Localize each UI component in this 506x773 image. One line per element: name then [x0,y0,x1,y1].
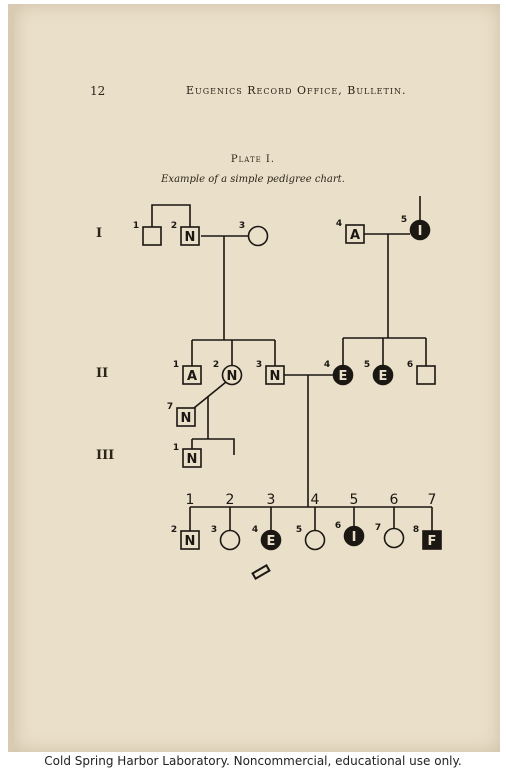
sibship-number-5: 5 [350,492,359,508]
plate-title: Plate I. [230,154,276,165]
trait-letter: A [187,369,197,384]
person-g2-3: N3 [256,360,285,385]
female-circle-symbol [221,364,243,386]
person-g1-5: I5 [401,215,431,241]
trait-letter: I [352,530,357,545]
child-lines-g2-1-3 [191,340,276,366]
individual-number: 5 [401,215,407,225]
plate-caption: Example of a simple pedigree chart. [161,174,345,185]
person-g2-4: E4 [324,360,354,386]
female-circle-symbol [343,525,365,547]
footer-credit: Cold Spring Harbor Laboratory. Noncommer… [44,754,462,768]
person-g3b-8: F8 [413,525,442,550]
male-square-symbol [182,448,202,468]
individual-number: 3 [239,221,245,231]
sibship-line-g1-1-2 [151,204,191,228]
sibship-number-7: 7 [428,492,437,508]
female-circle-symbol [219,529,241,551]
individual-number: 4 [336,219,342,229]
male-square-symbol [265,365,285,385]
trait-letter: N [181,411,192,426]
trait-letter: E [267,534,276,549]
person-g2-6: 6 [407,360,436,385]
person-g1-2: N2 [171,221,200,246]
individual-number: 6 [335,521,341,531]
marriage-line-g2-2-7 [193,381,227,409]
female-circle-symbol [372,364,394,386]
trait-letter: N [187,452,198,467]
female-circle-symbol [409,219,431,241]
person-g3b-7: 7 [375,523,405,549]
female-circle-symbol [332,364,354,386]
female-circle-symbol [383,527,405,549]
sibship-number-4: 4 [311,492,320,508]
person-g3-1: N1 [173,443,202,468]
person-g3b-4: E4 [252,525,282,551]
female-circle-symbol [247,225,269,247]
trait-letter: E [339,369,348,384]
sibship-line-g3-1 [191,438,235,455]
individual-number: 5 [296,525,302,535]
person-g2-1: A1 [173,360,202,385]
trait-letter: E [379,369,388,384]
individual-number: 4 [252,525,258,535]
individual-number: 7 [375,523,381,533]
male-square-symbol [182,365,202,385]
person-g3b-6: I6 [335,521,365,547]
male-square-symbol [345,224,365,244]
male-square-symbol [422,530,442,550]
trait-letter: A [350,228,360,243]
trait-letter: I [418,224,423,239]
generation-label-i: I [96,226,103,241]
person-g1-3: 3 [239,221,269,247]
person-g3b-2: N2 [171,525,200,550]
male-square-symbol [142,226,162,246]
trait-letter: F [428,534,437,549]
pedigree-lines [151,196,433,531]
individual-number: 8 [413,525,419,535]
individual-number: 2 [171,221,177,231]
person-g3b-3: 3 [211,525,241,551]
trait-letter: N [270,369,281,384]
female-circle-symbol [260,529,282,551]
person-g3b-5: 5 [296,525,326,551]
trait-letter: N [227,369,238,384]
individual-number: 1 [173,360,179,370]
individual-number: 6 [407,360,413,370]
person-g2-2: N2 [213,360,243,386]
generation-label-ii: II [96,366,109,381]
sibship-number-2: 2 [226,492,235,508]
child-lines-g2-4-6 [342,338,427,366]
individual-number: 7 [167,402,173,412]
trait-letter: N [185,230,196,245]
male-square-symbol [416,365,436,385]
individual-number: 2 [213,360,219,370]
individual-number: 3 [256,360,262,370]
female-circle-symbol [304,529,326,551]
sibship-number-6: 6 [390,492,399,508]
individual-number: 2 [171,525,177,535]
sibship-number-3: 3 [267,492,276,508]
generation-label-iii: III [96,448,115,463]
individual-number: 1 [133,221,139,231]
library-stamp-icon [251,564,271,580]
running-title: Eugenics Record Office, Bulletin. [186,84,407,97]
male-square-symbol [176,407,196,427]
trait-letter: N [185,534,196,549]
individual-number: 4 [324,360,330,370]
person-g2-7: N7 [167,402,196,427]
individual-number: 5 [364,360,370,370]
male-square-symbol [180,530,200,550]
individual-number: 3 [211,525,217,535]
person-g2-5: E5 [364,360,394,386]
person-g1-1: 1 [133,221,162,246]
individual-number: 1 [173,443,179,453]
child-lines-g3b [189,507,433,531]
male-square-symbol [180,226,200,246]
person-g1-4: A4 [336,219,365,244]
page-number: 12 [90,84,106,98]
sibship-number-1: 1 [186,492,195,508]
